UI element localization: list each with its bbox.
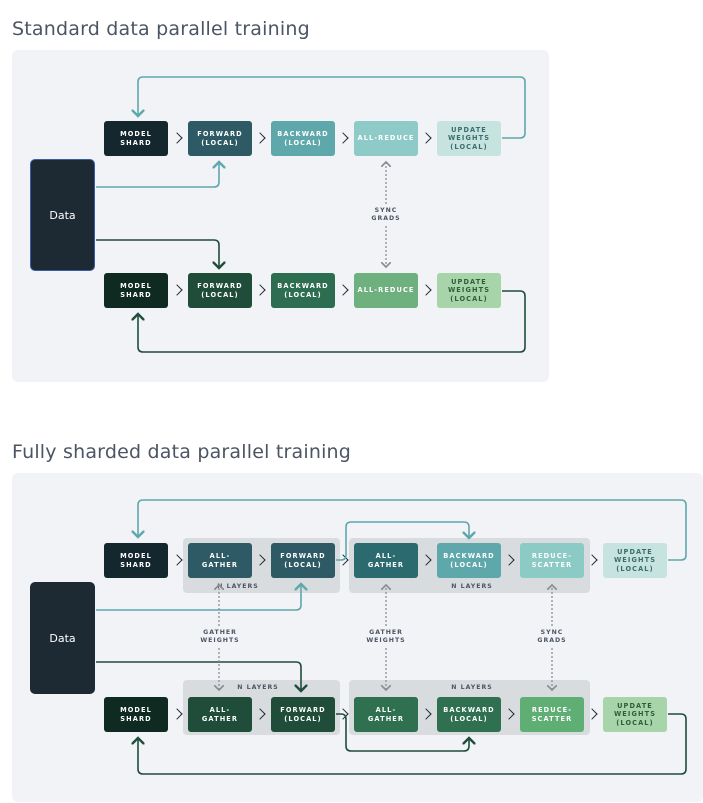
s2-top-update-weights: UPDATE WEIGHTS (LOCAL) (603, 543, 667, 578)
s2-top-n-layers-right: N LAYERS (451, 583, 493, 590)
s2-bottom-reduce-scatter: REDUCE- SCATTER (520, 697, 584, 732)
s1-top-forward: FORWARD (LOCAL) (188, 121, 252, 156)
s2-top-all-gather-2: ALL- GATHER (354, 543, 418, 578)
s2-bottom-n-layers-left: N LAYERS (237, 684, 279, 691)
s1-bottom-backward: BACKWARD (LOCAL) (271, 273, 335, 308)
section2-panel (12, 473, 703, 802)
s2-top-n-layers-left: N LAYERS (217, 583, 259, 590)
s2-top-all-gather-1: ALL- GATHER (188, 543, 252, 578)
data-source-box[interactable]: Data (30, 159, 95, 271)
s1-bottom-update-weights: UPDATE WEIGHTS (LOCAL) (437, 273, 501, 308)
s2-sync-grads-label: SYNC GRADS (532, 629, 572, 645)
s2-bottom-forward: FORWARD (LOCAL) (271, 697, 335, 732)
s1-bottom-model-shard: MODEL SHARD (104, 273, 168, 308)
s2-bottom-update-weights: UPDATE WEIGHTS (LOCAL) (603, 697, 667, 732)
s2-top-forward: FORWARD (LOCAL) (271, 543, 335, 578)
data-source-box-2[interactable]: Data (30, 582, 95, 694)
s1-bottom-all-reduce: ALL-REDUCE (354, 273, 418, 308)
s1-top-model-shard: MODEL SHARD (104, 121, 168, 156)
s1-sync-grads-label: SYNC GRADS (366, 207, 406, 223)
section2-title: Fully sharded data parallel training (12, 441, 352, 463)
s1-top-backward: BACKWARD (LOCAL) (271, 121, 335, 156)
s2-bottom-all-gather-1: ALL- GATHER (188, 697, 252, 732)
s2-top-model-shard: MODEL SHARD (104, 543, 168, 578)
s2-gather-weights-label-1: GATHER WEIGHTS (196, 629, 244, 645)
s2-bottom-backward: BACKWARD (LOCAL) (437, 697, 501, 732)
s2-gather-weights-label-2: GATHER WEIGHTS (362, 629, 410, 645)
s1-top-all-reduce: ALL-REDUCE (354, 121, 418, 156)
s2-top-backward: BACKWARD (LOCAL) (437, 543, 501, 578)
s1-bottom-forward: FORWARD (LOCAL) (188, 273, 252, 308)
s2-top-reduce-scatter: REDUCE- SCATTER (520, 543, 584, 578)
section1-title: Standard data parallel training (12, 18, 310, 40)
s2-bottom-model-shard: MODEL SHARD (104, 697, 168, 732)
s1-top-update-weights: UPDATE WEIGHTS (LOCAL) (437, 121, 501, 156)
s2-bottom-n-layers-right: N LAYERS (451, 684, 493, 691)
s2-bottom-all-gather-2: ALL- GATHER (354, 697, 418, 732)
